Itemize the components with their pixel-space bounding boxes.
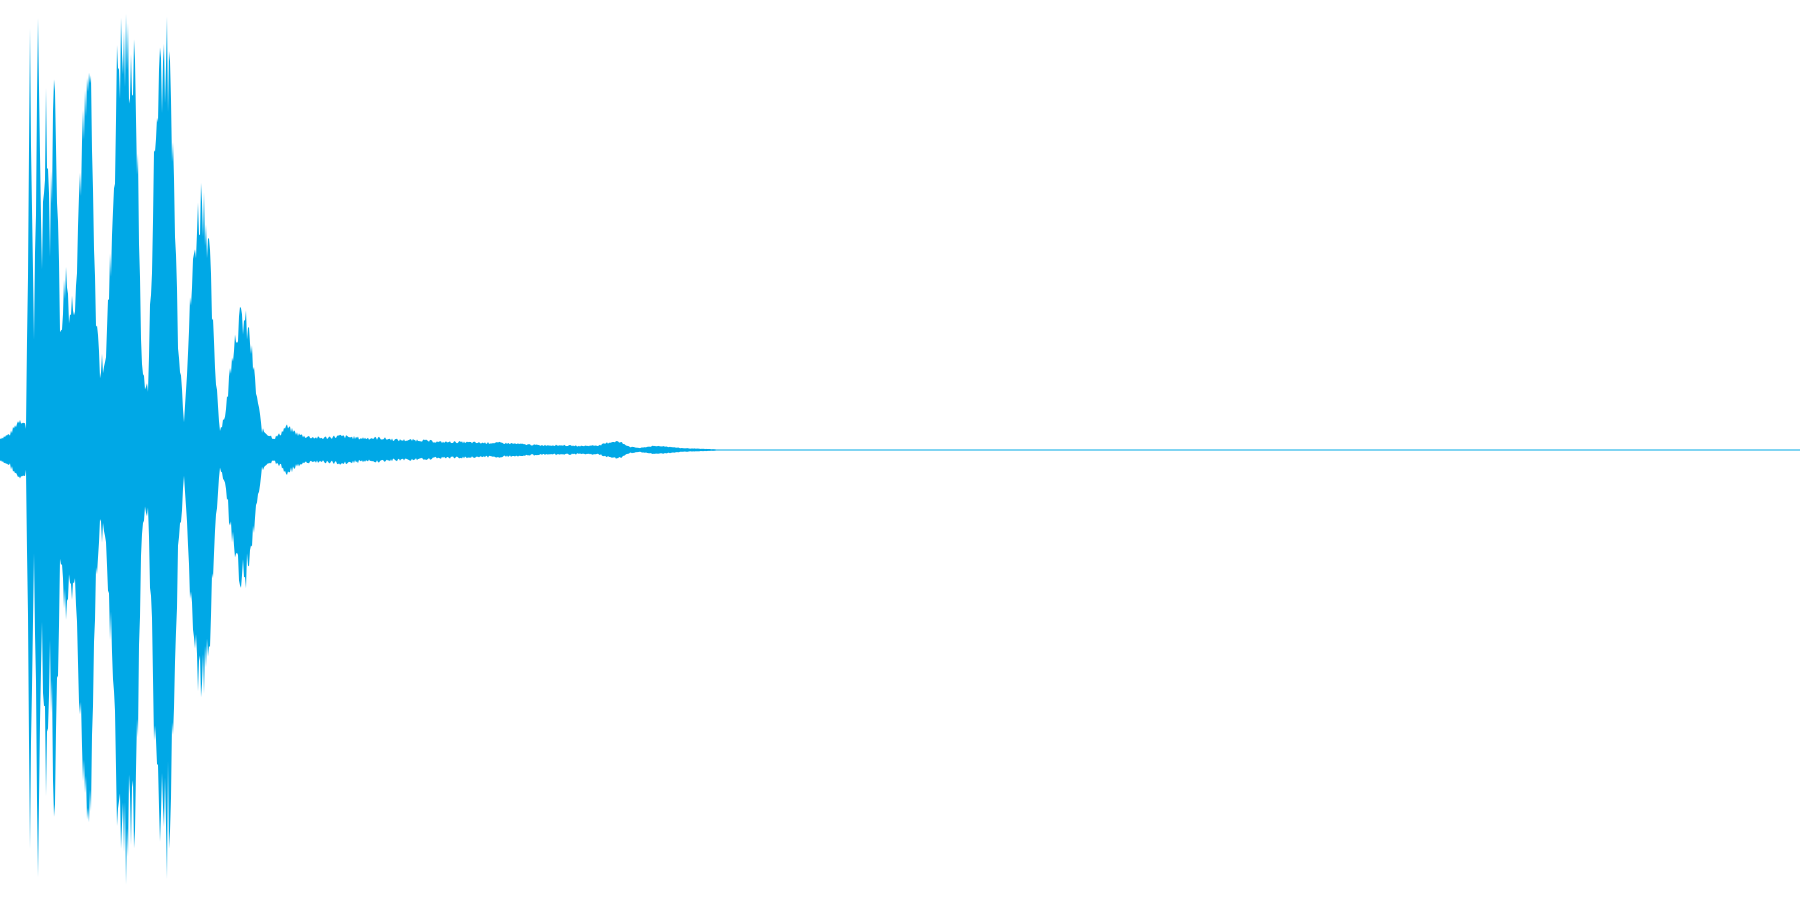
waveform-envelope — [0, 13, 720, 885]
